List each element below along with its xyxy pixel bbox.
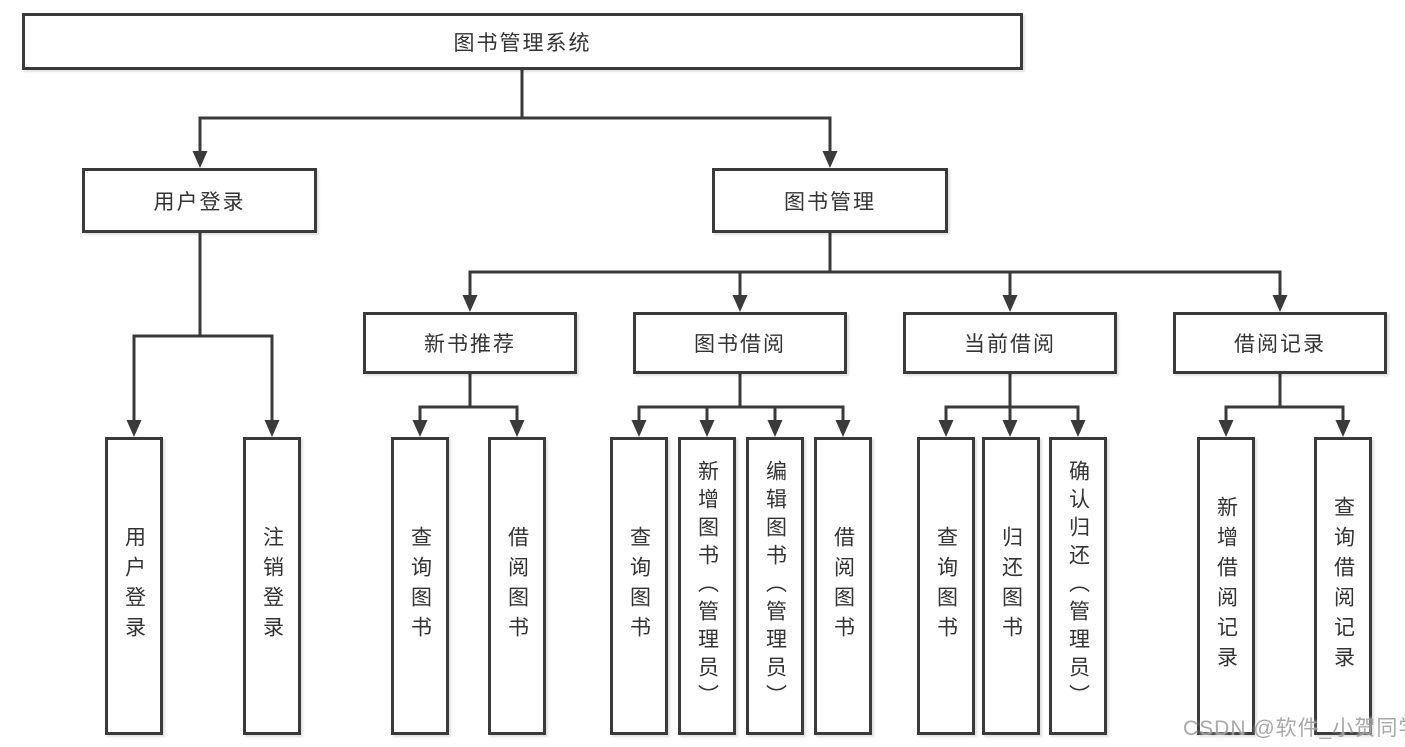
leaf-add-borrow-record-label: 新增借阅记录 — [1214, 496, 1238, 676]
leaf-user-login: 用户登录 — [105, 437, 163, 735]
leaf-query-borrow-record-label: 查询借阅记录 — [1331, 496, 1355, 676]
node-book-management: 图书管理 — [712, 168, 948, 233]
watermark: CSDN @软件_小贺同学 — [1183, 717, 1405, 740]
leaf-query-books-recommend-label: 查询图书 — [408, 526, 432, 646]
leaf-confirm-return-admin: 确认归还（管理员） — [1049, 437, 1107, 735]
leaf-query-borrow-record: 查询借阅记录 — [1314, 437, 1372, 735]
leaf-add-books-admin: 新增图书（管理员） — [678, 437, 736, 735]
leaf-edit-books-admin-label: 编辑图书（管理员） — [763, 460, 787, 712]
node-library-system: 图书管理系统 — [22, 13, 1023, 70]
node-book-borrow: 图书借阅 — [633, 312, 847, 374]
leaf-borrow-books-recommend-label: 借阅图书 — [505, 526, 529, 646]
leaf-borrow-books: 借阅图书 — [814, 437, 872, 735]
leaf-logout: 注销登录 — [243, 437, 301, 735]
node-new-book-recommend: 新书推荐 — [363, 312, 577, 374]
node-new-book-recommend-label: 新书推荐 — [424, 333, 516, 356]
leaf-return-books: 归还图书 — [982, 437, 1040, 735]
leaf-user-login-label: 用户登录 — [122, 526, 146, 646]
leaf-add-borrow-record: 新增借阅记录 — [1197, 437, 1255, 735]
leaf-query-books-current-label: 查询图书 — [934, 526, 958, 646]
node-current-borrow: 当前借阅 — [903, 312, 1117, 374]
node-library-system-label: 图书管理系统 — [453, 31, 592, 55]
node-book-management-label: 图书管理 — [784, 190, 876, 214]
node-borrow-records: 借阅记录 — [1173, 312, 1387, 374]
leaf-borrow-books-recommend: 借阅图书 — [488, 437, 546, 735]
leaf-edit-books-admin: 编辑图书（管理员） — [746, 437, 804, 735]
leaf-borrow-books-label: 借阅图书 — [831, 526, 855, 646]
node-borrow-records-label: 借阅记录 — [1234, 333, 1326, 356]
node-current-borrow-label: 当前借阅 — [964, 333, 1056, 356]
leaf-query-books-current: 查询图书 — [917, 437, 975, 735]
leaf-logout-label: 注销登录 — [260, 526, 284, 646]
arrowheads — [126, 151, 1351, 437]
leaf-add-books-admin-label: 新增图书（管理员） — [695, 460, 719, 712]
node-user-login: 用户登录 — [82, 168, 317, 233]
leaf-confirm-return-admin-label: 确认归还（管理员） — [1066, 460, 1090, 712]
node-book-borrow-label: 图书借阅 — [694, 333, 786, 356]
node-user-login-label: 用户登录 — [153, 190, 246, 214]
leaf-query-books-borrow-label: 查询图书 — [627, 526, 651, 646]
leaf-return-books-label: 归还图书 — [999, 526, 1023, 646]
leaf-query-books-borrow: 查询图书 — [610, 437, 668, 735]
leaf-query-books-recommend: 查询图书 — [391, 437, 449, 735]
